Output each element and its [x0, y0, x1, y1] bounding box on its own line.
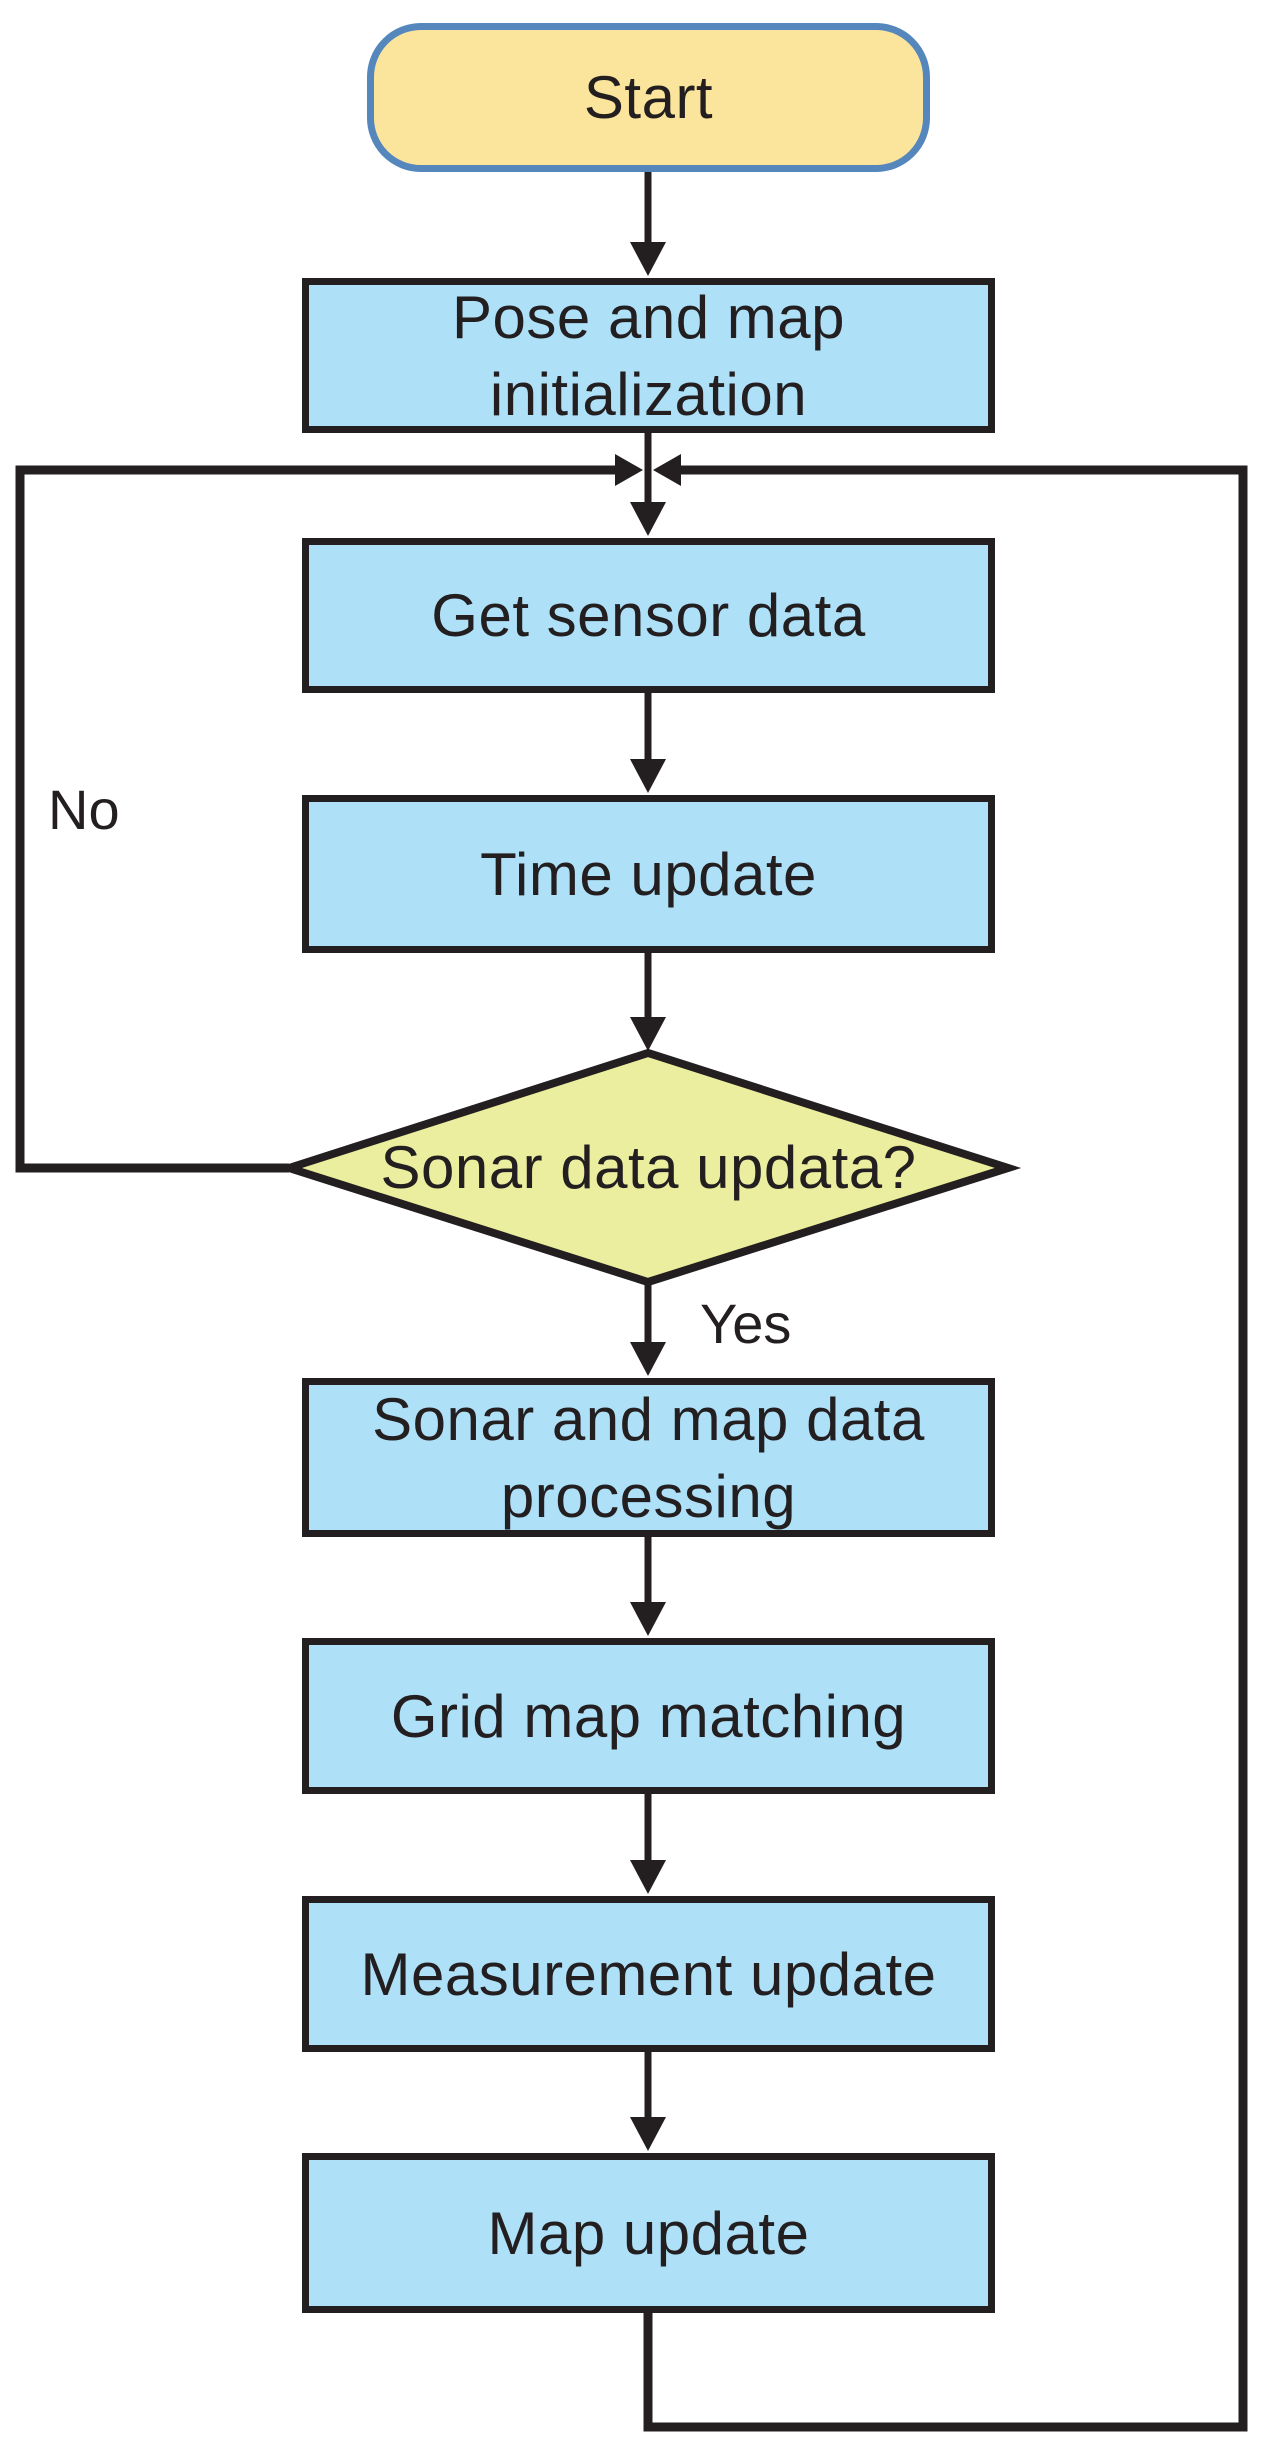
node-get-sensor-label: Get sensor data [431, 582, 866, 649]
node-measurement-update: Measurement update [302, 1896, 995, 2052]
node-grid-matching: Grid map matching [302, 1638, 995, 1794]
node-sonar-decision-label: Sonar data updata? [380, 1134, 917, 1201]
edge-label-no: No [48, 778, 120, 841]
node-pose-init-label-line1: Pose and map [452, 283, 845, 351]
edge-pose-init-to-get-sensor [630, 433, 666, 536]
edge-start-to-pose-init [630, 172, 666, 276]
edge-label-yes: Yes [700, 1292, 792, 1355]
node-measurement-update-label: Measurement update [360, 1940, 937, 2008]
edge-sonar-processing-to-grid-matching [630, 1537, 666, 1636]
node-sonar-processing: Sonar and map data processing [302, 1378, 995, 1537]
edge-get-sensor-to-time-update [630, 693, 666, 793]
edge-grid-matching-to-measurement-update [630, 1794, 666, 1894]
edge-map-update-return-loop [643, 454, 1248, 2432]
edge-no-loop [15, 454, 643, 1173]
decision-diamond-shape [275, 1048, 1022, 1287]
node-pose-init-label-line2: initialization [489, 360, 808, 428]
node-start-label: Start [583, 64, 714, 131]
node-sonar-processing-label-line1: Sonar and map data [372, 1385, 925, 1453]
node-start: Start [367, 23, 930, 172]
edge-measurement-update-to-map-update [630, 2052, 666, 2151]
node-sonar-decision: Sonar data updata? [289, 1053, 1008, 1282]
node-map-update: Map update [302, 2153, 995, 2313]
node-sonar-processing-label-line2: processing [500, 1462, 797, 1530]
node-time-update-label: Time update [480, 840, 817, 908]
node-get-sensor: Get sensor data [302, 538, 995, 693]
node-grid-matching-label: Grid map matching [390, 1682, 907, 1750]
edge-time-update-to-decision [630, 953, 666, 1051]
node-time-update: Time update [302, 795, 995, 953]
node-map-update-label: Map update [487, 2199, 810, 2267]
node-pose-init: Pose and map initialization [302, 278, 995, 433]
edge-yes-to-sonar-processing [630, 1282, 666, 1376]
